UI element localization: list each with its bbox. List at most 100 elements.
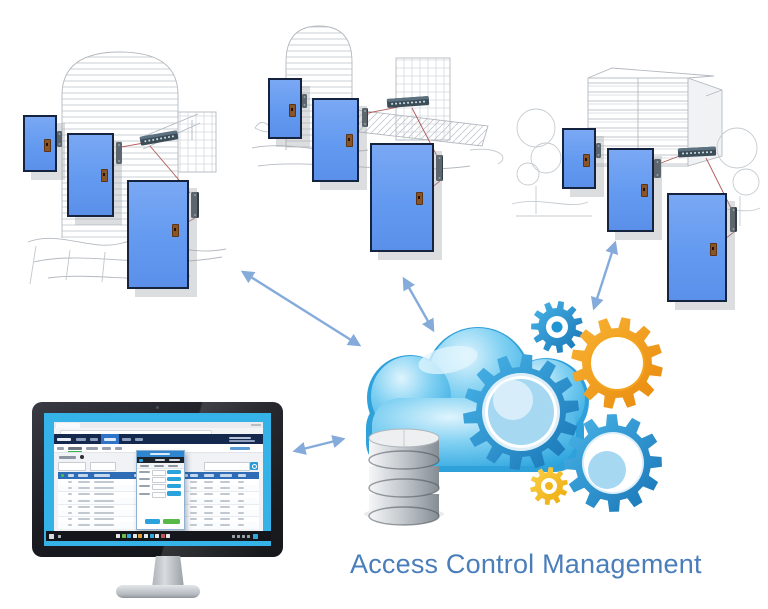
table-cell xyxy=(190,493,197,496)
user-info xyxy=(229,436,251,439)
table-cell xyxy=(78,524,90,527)
browser-tab xyxy=(56,423,80,428)
console-logo xyxy=(57,437,71,441)
taskbar-icon xyxy=(155,534,160,538)
table-cell xyxy=(190,499,197,502)
table-cell xyxy=(190,512,197,514)
section-label xyxy=(59,456,76,459)
tray-icon xyxy=(247,534,250,538)
subtab xyxy=(102,447,111,450)
card-reader-icon xyxy=(116,142,122,164)
network-switch-icons xyxy=(139,96,717,158)
table-cell xyxy=(68,487,72,490)
field-label xyxy=(139,478,150,481)
table-cell xyxy=(220,487,230,490)
cloud-link-arrows xyxy=(240,240,619,455)
door xyxy=(268,78,302,139)
table-cell xyxy=(190,518,197,521)
table-cell xyxy=(238,524,244,527)
table-cell xyxy=(94,493,114,496)
nav-item xyxy=(90,438,98,441)
user-info xyxy=(229,440,255,442)
dialog-button-green xyxy=(163,518,180,524)
door-handle-icon xyxy=(641,184,648,197)
table-cell xyxy=(204,518,213,521)
tray-icon xyxy=(242,534,245,538)
card-reader-icon xyxy=(362,108,368,127)
start-button-icon xyxy=(49,533,54,539)
table-cell xyxy=(78,481,90,483)
table-cell xyxy=(78,499,90,502)
dialog-button-blue xyxy=(145,518,160,524)
edit-dialog xyxy=(136,450,185,530)
filter-dropdown xyxy=(58,462,86,471)
browser-window xyxy=(54,422,263,531)
windows-taskbar xyxy=(46,531,271,541)
table-header-cell xyxy=(204,474,214,477)
search-input xyxy=(204,462,250,471)
monitor-base xyxy=(116,585,200,598)
dialog-titlebar xyxy=(137,451,184,457)
table-cell xyxy=(220,493,230,496)
table-cell xyxy=(78,487,90,490)
door-reader-icons xyxy=(57,94,737,232)
table-header-cell xyxy=(94,474,110,477)
taskbar-icon xyxy=(144,534,148,538)
door-handle-icon xyxy=(172,224,179,237)
table-header-cell xyxy=(78,474,88,477)
table-cell xyxy=(238,512,244,514)
filter-input xyxy=(90,462,116,471)
door xyxy=(370,143,434,252)
table-cell xyxy=(220,524,230,527)
table-cell xyxy=(238,493,244,496)
subtab-active xyxy=(68,447,82,450)
table-cell xyxy=(238,518,244,521)
dialog-toolbar-icon xyxy=(139,458,143,462)
table-cell xyxy=(68,505,72,508)
door xyxy=(127,180,189,289)
table-cell xyxy=(94,487,114,490)
table-header-cell xyxy=(68,474,74,477)
gear-icon xyxy=(564,414,662,512)
table-cell xyxy=(204,524,213,527)
monitor-stand xyxy=(152,556,184,588)
link-arrow-workstation-cloud xyxy=(292,435,346,455)
taskbar-icon xyxy=(58,534,61,538)
taskbar-icon xyxy=(116,534,120,538)
field-label xyxy=(139,492,150,495)
network-switch-icon xyxy=(386,96,430,108)
table-cell xyxy=(94,505,114,508)
table-header-cell xyxy=(238,474,246,477)
tray-icon xyxy=(232,534,235,538)
door xyxy=(67,133,114,217)
field-input xyxy=(152,477,166,484)
card-reader-icon xyxy=(654,159,661,178)
table-cell xyxy=(204,481,213,483)
card-reader-icon xyxy=(596,143,601,158)
subtab xyxy=(86,447,98,450)
status-dot-icon xyxy=(61,474,64,477)
table-cell xyxy=(220,499,230,502)
tray-icon xyxy=(237,534,240,538)
webcam-icon xyxy=(156,406,159,409)
card-reader-icon xyxy=(436,155,443,181)
table-cell xyxy=(220,481,230,483)
gear-icon xyxy=(571,317,663,409)
field-label xyxy=(139,471,150,473)
database-icon xyxy=(364,428,444,526)
door xyxy=(23,115,57,172)
table-cell xyxy=(68,518,72,521)
browser-chrome xyxy=(54,422,263,428)
gear-cluster xyxy=(463,301,663,512)
table-cell xyxy=(220,505,230,508)
diagram-caption: Access Control Management xyxy=(350,549,702,579)
card-reader-icon xyxy=(302,94,307,108)
link-arrow-site2-cloud xyxy=(402,276,435,333)
table-cell xyxy=(204,512,213,514)
active-tab-underline xyxy=(68,450,82,452)
table-cell xyxy=(204,499,213,502)
field-input xyxy=(152,470,166,476)
search-icon xyxy=(250,462,258,470)
